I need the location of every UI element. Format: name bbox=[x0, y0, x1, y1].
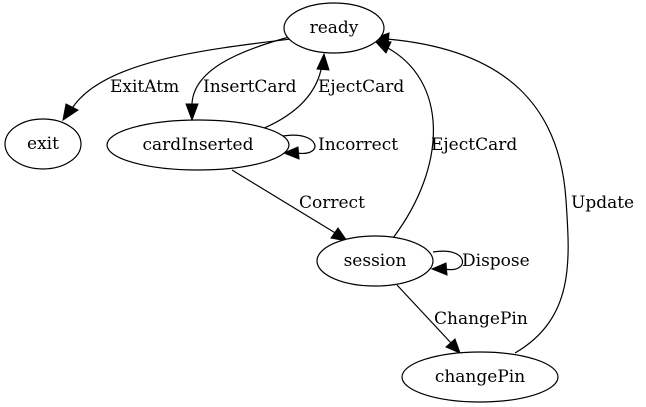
state-card-inserted-ellipse bbox=[106, 119, 290, 171]
edge-update-line bbox=[386, 38, 569, 354]
state-session-ellipse bbox=[316, 235, 434, 287]
edge-exit-atm: ExitAtm bbox=[62, 38, 292, 122]
edge-exit-atm-line bbox=[70, 38, 292, 111]
edge-label-dispose: Dispose bbox=[462, 251, 530, 271]
edge-eject-card-from-session: EjectCard bbox=[373, 40, 517, 239]
edge-exit-atm-arrowhead bbox=[62, 103, 79, 122]
edge-eject-card-2-line bbox=[385, 46, 434, 239]
edge-label-change-pin: ChangePin bbox=[434, 309, 528, 329]
state-change-pin-ellipse bbox=[401, 351, 559, 403]
state-session-label: session bbox=[344, 251, 407, 271]
edge-insert-card: InsertCard bbox=[185, 35, 297, 122]
edge-dispose-line bbox=[432, 250, 463, 271]
edge-eject-card-1-arrowhead bbox=[316, 52, 330, 71]
state-ready-ellipse bbox=[283, 2, 385, 54]
edge-insert-card-line bbox=[191, 35, 294, 109]
state-card-inserted-label: cardInserted bbox=[142, 135, 253, 155]
edge-incorrect-arrowhead bbox=[282, 146, 300, 160]
state-exit-ellipse bbox=[4, 118, 82, 170]
edge-label-exit-atm: ExitAtm bbox=[110, 77, 179, 97]
edge-label-incorrect: Incorrect bbox=[318, 135, 398, 155]
edge-correct: Correct bbox=[231, 169, 365, 242]
edge-dispose-arrowhead bbox=[430, 262, 448, 276]
state-ready: ready bbox=[283, 2, 385, 54]
state-card-inserted: cardInserted bbox=[106, 119, 290, 171]
edge-label-eject-card-1: EjectCard bbox=[318, 77, 404, 97]
state-session: session bbox=[316, 235, 434, 287]
edge-dispose: Dispose bbox=[430, 250, 530, 276]
edge-label-insert-card: InsertCard bbox=[203, 77, 297, 97]
state-exit-label: exit bbox=[27, 134, 59, 154]
edge-label-eject-card-2: EjectCard bbox=[431, 135, 517, 155]
edge-incorrect: Incorrect bbox=[282, 134, 398, 160]
edge-correct-line bbox=[231, 169, 338, 235]
edge-update: Update bbox=[373, 32, 634, 354]
edge-eject-card-from-card-inserted: EjectCard bbox=[261, 52, 404, 130]
edge-correct-arrowhead bbox=[330, 227, 349, 242]
edge-change-pin-arrowhead bbox=[445, 338, 461, 354]
edge-insert-card-arrowhead bbox=[185, 103, 199, 122]
edge-label-update: Update bbox=[571, 193, 634, 213]
state-ready-label: ready bbox=[310, 18, 359, 38]
edge-incorrect-line bbox=[282, 134, 316, 154]
edge-label-correct: Correct bbox=[299, 193, 365, 213]
edge-change-pin: ChangePin bbox=[396, 284, 528, 354]
edge-change-pin-line bbox=[396, 284, 453, 345]
state-exit: exit bbox=[4, 118, 82, 170]
edge-eject-card-1-line bbox=[261, 64, 323, 130]
state-change-pin-label: changePin bbox=[435, 367, 525, 387]
state-change-pin: changePin bbox=[401, 351, 559, 403]
